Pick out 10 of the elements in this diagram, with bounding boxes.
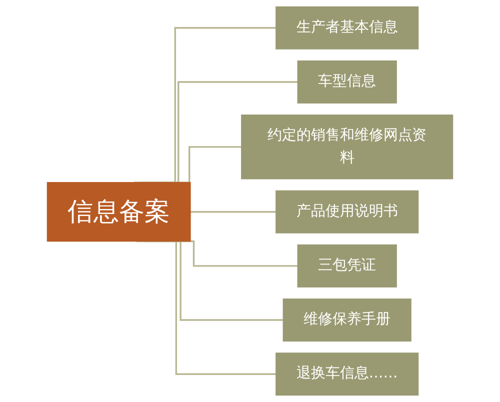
node-box: 约定的销售和维修网点资料: [241, 114, 454, 180]
connector: [136, 240, 276, 375]
node-box: 三包凭证: [297, 244, 397, 288]
connector: [190, 211, 276, 213]
node-box: 退换车信息……: [276, 352, 419, 396]
node-box: 车型信息: [297, 60, 397, 104]
node-box: 信息备案: [46, 182, 191, 242]
node-box: 维修保养手册: [282, 298, 412, 342]
node-box: 产品使用说明书: [276, 190, 419, 234]
node-box: 生产者基本信息: [276, 6, 419, 50]
